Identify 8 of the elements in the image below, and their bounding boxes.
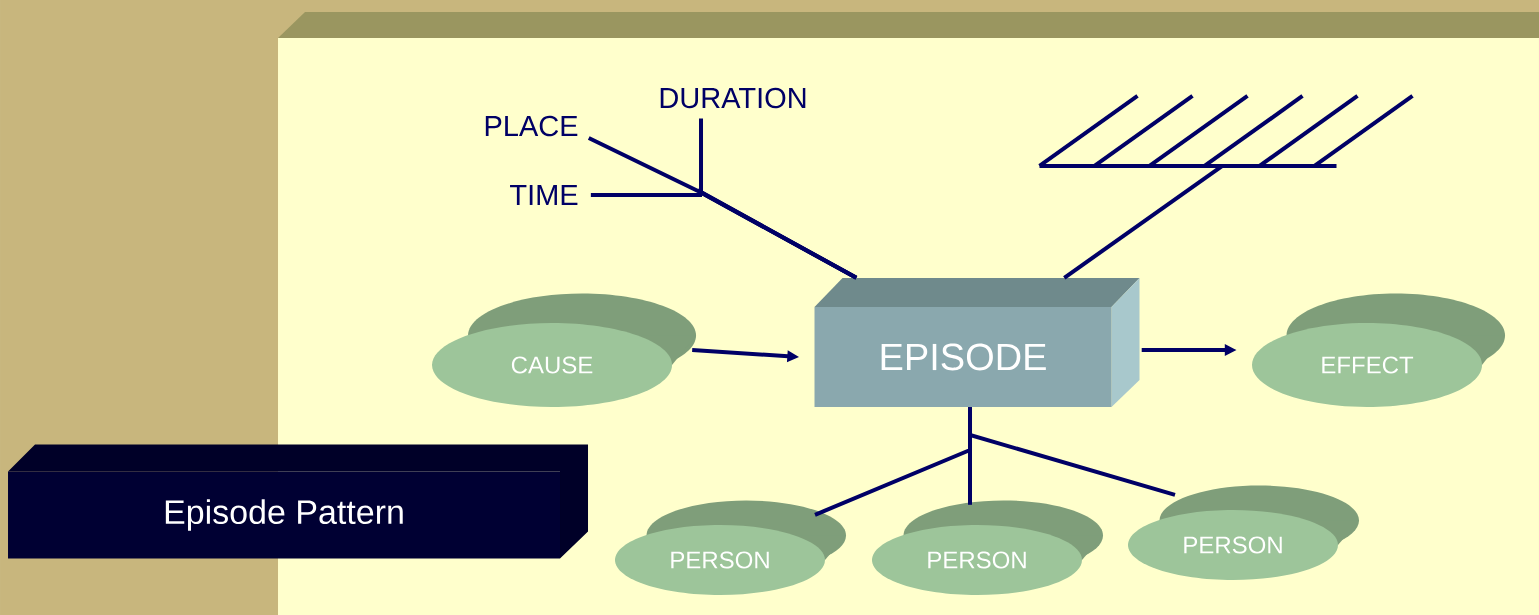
title-banner: Episode Pattern: [8, 444, 588, 559]
hatched-surface: [1038, 94, 1414, 168]
term-label: TIME: [510, 185, 578, 205]
process-box: EPISODE: [814, 278, 1140, 407]
term-label: PLACE: [485, 115, 578, 137]
term-label: DURATION: [660, 87, 806, 109]
connector-line: [968, 407, 1176, 497]
connector-line: [699, 118, 858, 280]
